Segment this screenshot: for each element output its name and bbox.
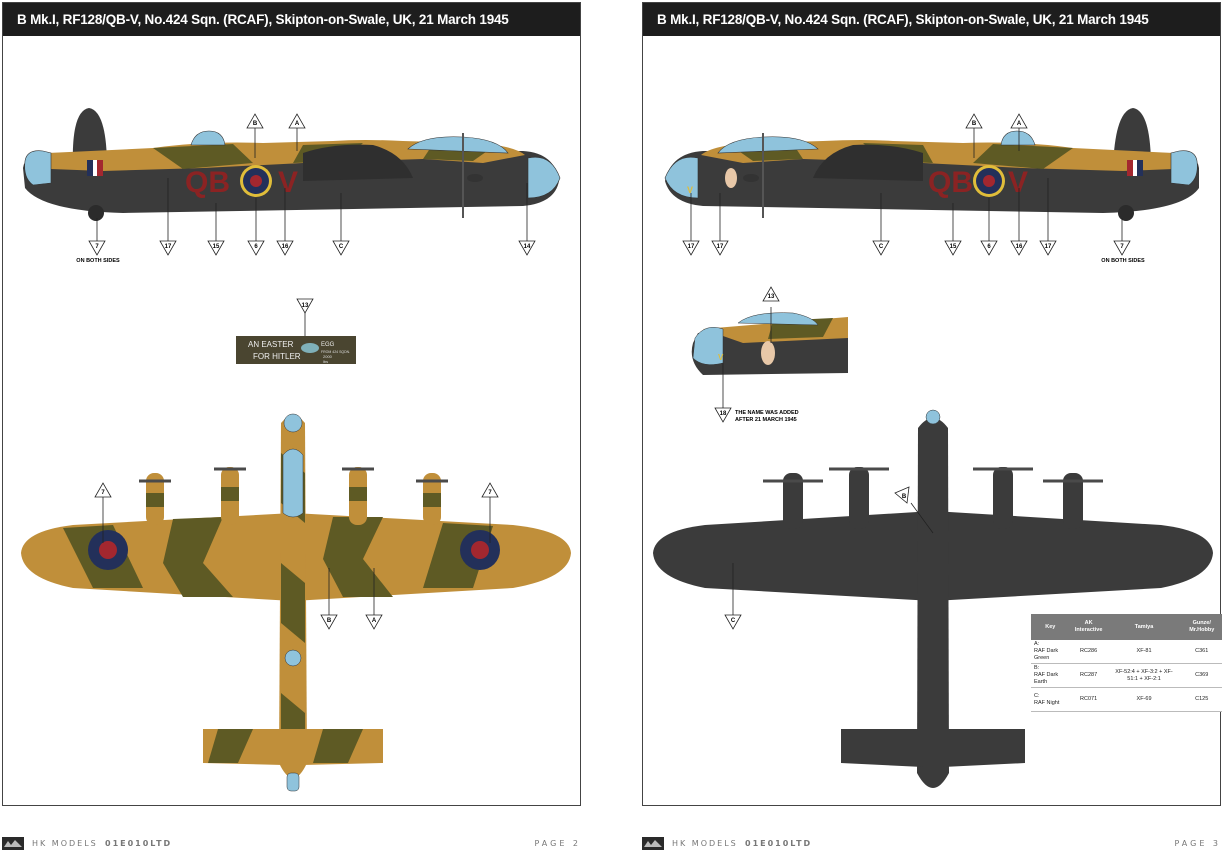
hk-models-logo-icon	[2, 837, 24, 850]
marker-label: 7	[1120, 244, 1124, 250]
color-key-table: Key AK Interactive Tamiya Gunze/ Mr.Hobb…	[1031, 614, 1222, 712]
key-name: RAF Dark Green	[1034, 648, 1059, 661]
marker-label: C	[339, 244, 344, 250]
gunze-header: Gunze/ Mr.Hobby	[1180, 614, 1222, 640]
marker-label: C	[731, 618, 736, 624]
marker-label: 17	[165, 244, 172, 250]
decal-page-right: B Mk.I, RF128/QB-V, No.424 Sqn. (RCAF), …	[642, 2, 1222, 806]
nose-art-text: FROM 424 SQDN.	[321, 350, 350, 354]
both-sides-note: ON BOTH SIDES	[76, 258, 120, 264]
gunze-code: C361	[1180, 640, 1222, 664]
marker-label: 16	[1016, 244, 1023, 250]
footer-brand: HK MODELS	[32, 839, 98, 848]
tamiya-code: XF-69	[1107, 687, 1181, 712]
svg-text:V: V	[687, 185, 693, 195]
marker-label: A	[1017, 121, 1022, 127]
table-row: C:RAF Night RC071 XF-69 C125	[1031, 687, 1222, 712]
svg-text:V: V	[718, 353, 724, 362]
name-note-line2: AFTER 21 MARCH 1945	[735, 417, 797, 423]
marker-label: 17	[688, 244, 695, 250]
marker-label: 7	[95, 244, 99, 250]
gunze-code: C125	[1180, 687, 1222, 712]
footer-code: 01E010LTD	[745, 839, 813, 848]
marker-label: A	[372, 618, 377, 624]
nose-art-decal: 13 AN EASTER EGG FOR HITLER FROM 424 SQD…	[236, 298, 356, 364]
name-note-line1: THE NAME WAS ADDED	[735, 410, 799, 416]
marker-label: 15	[213, 244, 220, 250]
code-letters-qb: QB	[928, 166, 973, 199]
ak-header: AK Interactive	[1069, 614, 1108, 640]
top-view-left	[21, 413, 571, 792]
table-row: A:RAF Dark Green RC286 XF-81 C361	[1031, 640, 1222, 664]
page-footer-right: HK MODELS 01E010LTD PAGE 3	[642, 836, 1221, 852]
code-letters-qb: QB	[185, 166, 230, 199]
marker-label: B	[327, 618, 332, 624]
nose-art-text: 2000	[323, 354, 333, 359]
page-number: PAGE 3	[1174, 839, 1221, 848]
marker-label: 7	[101, 490, 105, 496]
page-number: PAGE 2	[534, 839, 581, 848]
marker-label: 7	[488, 490, 492, 496]
decal-page-left: B Mk.I, RF128/QB-V, No.424 Sqn. (RCAF), …	[2, 2, 581, 806]
nose-art-text: FOR HITLER	[253, 352, 301, 361]
page-title: B Mk.I, RF128/QB-V, No.424 Sqn. (RCAF), …	[3, 3, 580, 36]
gunze-code: C369	[1180, 663, 1222, 688]
ak-code: RC287	[1069, 663, 1108, 688]
nose-art-text: lbs	[323, 359, 328, 364]
marker-label: B	[972, 121, 977, 127]
marker-label: A	[295, 121, 300, 127]
markers-side-left	[88, 113, 536, 256]
page-footer-left: HK MODELS 01E010LTD PAGE 2	[2, 836, 581, 852]
marker-label: 17	[1045, 244, 1052, 250]
nose-art-text: EGG	[321, 342, 335, 348]
ak-code: RC071	[1069, 687, 1108, 712]
table-row: B:RAF Dark Earth RC287 XF-52:4 + XF-3:2 …	[1031, 663, 1222, 688]
nose-closeup: V	[691, 307, 848, 408]
side-profile-left: QB V	[23, 108, 561, 241]
marker-label: 14	[524, 244, 531, 250]
both-sides-note: ON BOTH SIDES	[1101, 258, 1145, 264]
key-name: RAF Night	[1034, 699, 1060, 706]
underside-view	[653, 409, 1213, 788]
key-letter: C:	[1034, 692, 1040, 699]
aircraft-illustrations-left: QB V	[21, 108, 571, 792]
key-letter: A:	[1034, 641, 1040, 647]
marker-label: B	[902, 494, 907, 500]
aircraft-illustrations-right: QB V V	[653, 108, 1213, 788]
marker-label: 13	[768, 294, 775, 300]
hk-models-logo-icon	[642, 837, 664, 850]
nose-art-text: AN EASTER	[248, 340, 294, 349]
tamiya-header: Tamiya	[1107, 614, 1181, 640]
marker-label: 16	[282, 244, 289, 250]
marker-label: 18	[720, 411, 727, 417]
marker-label: 6	[987, 244, 991, 250]
marker-label: 17	[717, 244, 724, 250]
code-letter-v: V	[278, 166, 298, 199]
footer-brand: HK MODELS	[672, 839, 738, 848]
key-header: Key	[1031, 614, 1070, 640]
page-title: B Mk.I, RF128/QB-V, No.424 Sqn. (RCAF), …	[643, 3, 1220, 36]
side-profile-right: QB V V	[664, 108, 1199, 241]
ak-code: RC286	[1069, 640, 1108, 664]
marker-label: 6	[254, 244, 258, 250]
key-letter: B:	[1034, 665, 1040, 671]
marker-label: C	[879, 244, 884, 250]
marker-label: 13	[302, 303, 309, 309]
key-name: RAF Dark Earth	[1034, 672, 1059, 685]
marker-label: B	[253, 121, 258, 127]
marker-label: 15	[950, 244, 957, 250]
footer-code: 01E010LTD	[105, 839, 173, 848]
tamiya-code: XF-52:4 + XF-3:2 + XF-51:1 + XF-2:1	[1107, 663, 1181, 688]
tamiya-code: XF-81	[1107, 640, 1181, 664]
code-letter-v: V	[1008, 166, 1028, 199]
